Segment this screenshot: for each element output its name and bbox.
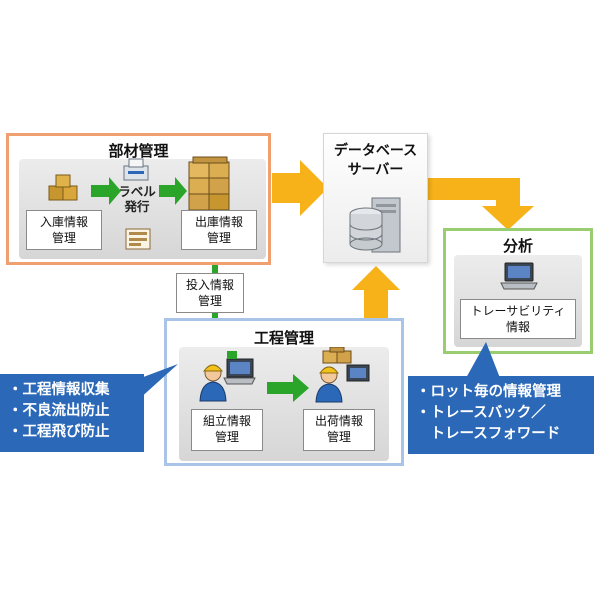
arrow-buzai-to-db xyxy=(272,160,328,216)
label-hakko-text: ラベル 発行 xyxy=(118,184,156,214)
stacked-crates-icon xyxy=(188,156,230,211)
db-server-panel: データベース サーバー xyxy=(323,133,428,263)
arrow-kotei-to-db xyxy=(352,266,400,318)
shukko-label: 出庫情報 管理 xyxy=(181,210,257,250)
shukka-label: 出荷情報 管理 xyxy=(303,409,375,451)
nyuko-label: 入庫情報 管理 xyxy=(26,210,102,250)
cardboard-boxes-icon xyxy=(48,174,78,201)
arrow-nyuko-to-label xyxy=(91,177,121,205)
right-callout-item-2: ・トレースバック／ xyxy=(416,405,546,421)
database-server-icon xyxy=(349,197,401,253)
worker-shipping-icon xyxy=(315,347,370,403)
label-printer-icon xyxy=(123,158,149,181)
left-callout-item-1: ・工程情報収集 xyxy=(8,382,110,398)
kotei-kanri-panel: 工程管理 組立情報 管理 出荷情報 管理 xyxy=(164,318,404,466)
arrow-db-to-bunseki xyxy=(428,178,534,230)
buzai-kanri-panel: 部材管理 入庫情報 管理 ラベル 発行 出庫情報 管理 xyxy=(6,133,271,265)
arrow-kumitate-to-shukka xyxy=(267,374,309,402)
kotei-kanri-title: 工程管理 xyxy=(253,329,314,347)
right-callout: ・ロット毎の情報管理 ・トレースバック／ トレースフォワード xyxy=(408,376,594,454)
buzai-kanri-title: 部材管理 xyxy=(108,142,169,160)
kumitate-label: 組立情報 管理 xyxy=(191,409,263,451)
right-callout-item-3: トレースフォワード xyxy=(416,426,561,442)
right-callout-pointer xyxy=(466,342,500,378)
left-callout-item-3: ・工程飛び防止 xyxy=(8,424,110,440)
green-arrows-buzai xyxy=(91,177,187,205)
label-sheet-icon xyxy=(125,228,151,250)
left-callout-item-2: ・不良流出防止 xyxy=(8,403,110,419)
right-callout-item-1: ・ロット毎の情報管理 xyxy=(416,384,561,400)
laptop-icon xyxy=(500,262,538,290)
db-server-title: データベース サーバー xyxy=(333,143,418,178)
tonyu-label: 投入情報 管理 xyxy=(176,273,244,313)
worker-assembly-icon xyxy=(199,351,256,402)
arrow-label-to-shukko xyxy=(159,177,187,205)
bunseki-panel: 分析 トレーサビリティ 情報 xyxy=(443,228,593,354)
left-callout: ・工程情報収集 ・不良流出防止 ・工程飛び防止 xyxy=(0,374,144,452)
traceability-label: トレーサビリティ 情報 xyxy=(460,299,576,339)
bunseki-title: 分析 xyxy=(502,237,533,255)
